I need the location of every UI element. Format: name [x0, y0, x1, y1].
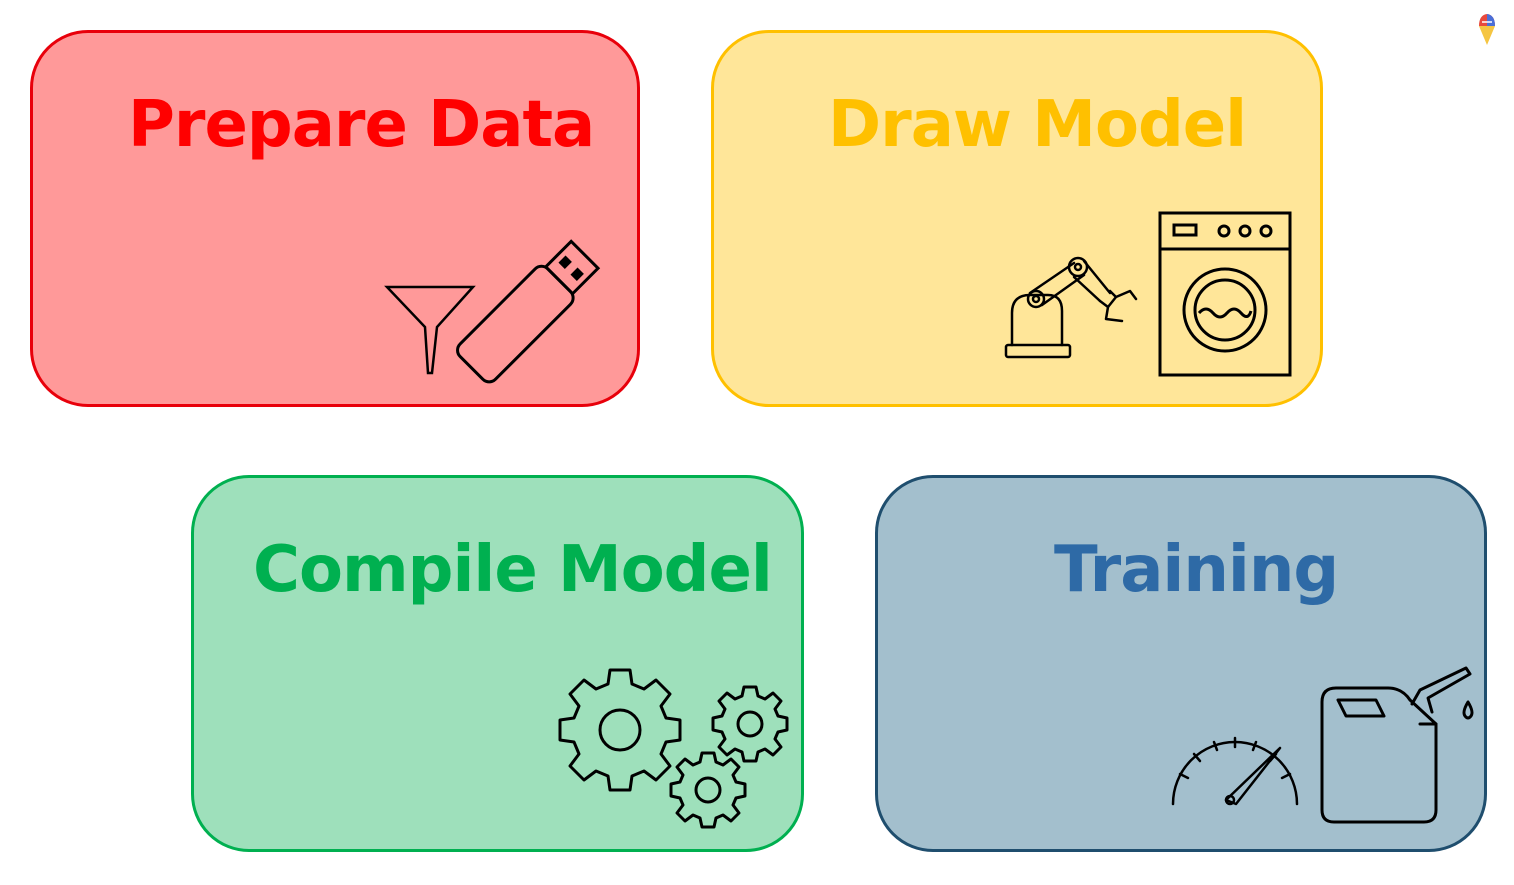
card-title: Training	[1054, 533, 1339, 607]
card-title: Prepare Data	[128, 88, 595, 162]
ice-cream-logo-icon	[1476, 12, 1498, 46]
usb-drive-icon	[453, 225, 613, 384]
card-compile-model: Compile Model	[191, 475, 804, 852]
card-draw-model: Draw Model	[711, 30, 1323, 407]
speedometer-icon	[1170, 734, 1300, 806]
jerry-can-icon	[1320, 664, 1480, 824]
card-prepare-data: Prepare Data	[30, 30, 640, 407]
card-title: Compile Model	[253, 533, 773, 607]
robot-arm-icon	[1004, 255, 1142, 361]
card-title: Draw Model	[828, 88, 1247, 162]
washing-machine-icon	[1158, 211, 1292, 377]
card-training: Training	[875, 475, 1487, 852]
funnel-icon	[384, 283, 476, 375]
gears-icon	[556, 666, 790, 832]
